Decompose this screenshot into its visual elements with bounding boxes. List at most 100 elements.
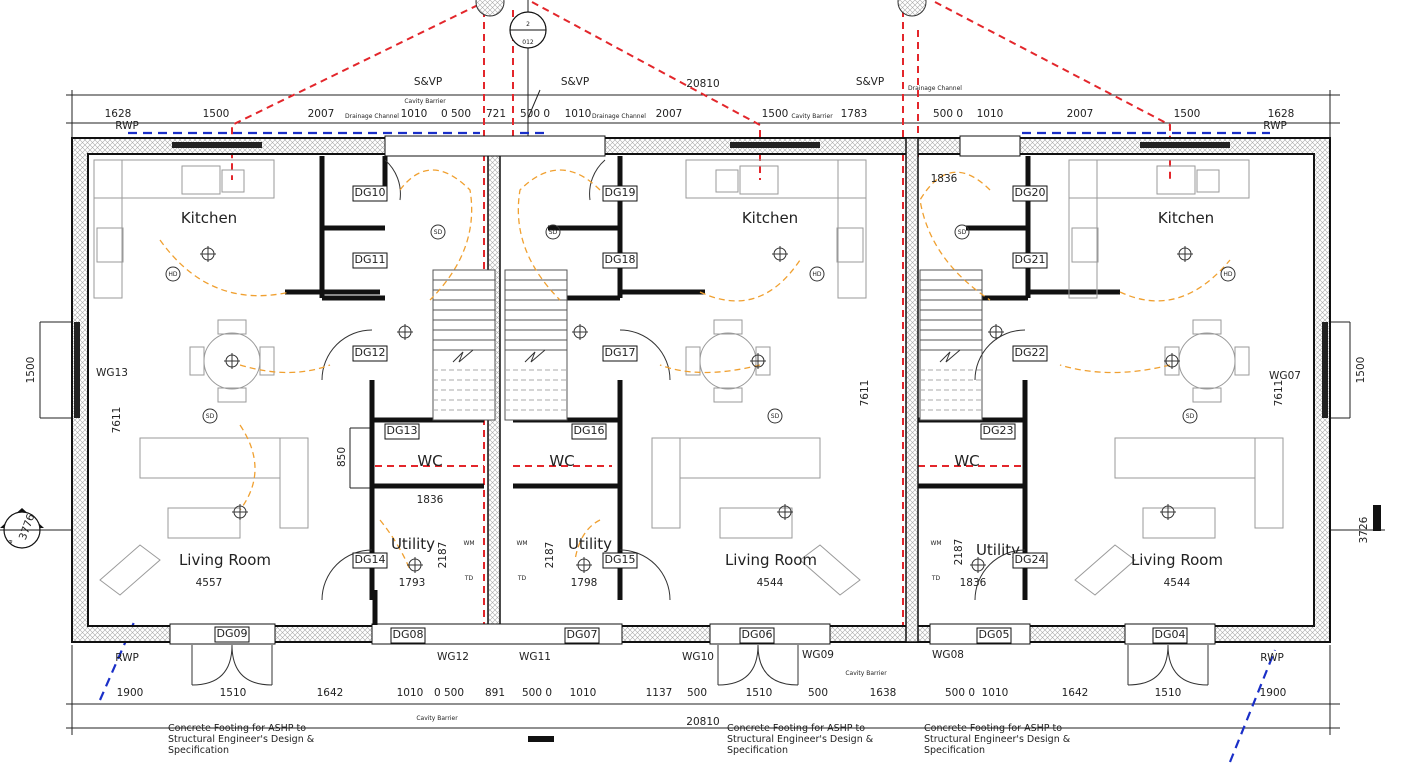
room-label: Living Room	[725, 551, 817, 569]
appliance-label: WM	[463, 540, 474, 547]
vertical-dimension: 3726	[1358, 516, 1370, 543]
section-number: 2	[526, 21, 530, 28]
detector-label: HD	[1223, 271, 1233, 278]
door-tag-box	[602, 252, 638, 269]
annotation: S&VP	[856, 76, 884, 88]
bottom-dimension: 0 500	[434, 687, 464, 699]
light-cross	[1164, 353, 1180, 369]
door-tag: DG05	[979, 628, 1010, 641]
annotation: Drainage Channel	[908, 85, 962, 92]
bottom-dimension: 500	[808, 687, 828, 699]
top-dimension: 1500	[762, 108, 789, 120]
bottom-dimension: 1010	[982, 687, 1009, 699]
top-dimension: 2007	[656, 108, 683, 120]
annotation: Cavity Barrier	[845, 670, 887, 677]
footing-note: Structural Engineer's Design &	[924, 734, 1071, 745]
footing-note: Structural Engineer's Design &	[727, 734, 874, 745]
room-label: Kitchen	[1158, 209, 1214, 227]
appliance-label: WM	[516, 540, 527, 547]
door-tag: DG09	[217, 627, 248, 640]
room-label: Utility	[391, 535, 435, 553]
detector-label: HD	[168, 271, 178, 278]
door-tag-box	[1012, 345, 1048, 362]
door-tag: DG11	[355, 253, 386, 266]
light-cross	[224, 353, 240, 369]
top-dimension: 1010	[401, 108, 428, 120]
door-tag-box	[739, 627, 775, 644]
door-tag: DG17	[605, 346, 636, 359]
door-tag-box	[571, 423, 607, 440]
annotation: RWP	[115, 120, 139, 132]
annotation: S&VP	[414, 76, 442, 88]
light-cross	[1177, 246, 1193, 262]
detector-icon	[954, 224, 970, 240]
top-dimension: 1783	[841, 108, 868, 120]
room-area: 4544	[757, 577, 784, 589]
light-cross	[407, 557, 423, 573]
window-tag: WG12	[437, 651, 469, 663]
top-dimension: 500 0	[520, 108, 550, 120]
bottom-dimension: 1900	[1260, 687, 1287, 699]
annotation: RWP	[1260, 652, 1284, 664]
door-tag: DG21	[1015, 253, 1046, 266]
bottom-dimension: 500	[687, 687, 707, 699]
window-tag: WG10	[682, 651, 714, 663]
door-tag-box	[564, 627, 600, 644]
detector-icon	[767, 408, 783, 424]
door-tag-box	[602, 185, 638, 202]
door-tag-box	[980, 423, 1016, 440]
window-tag: WG09	[802, 649, 834, 661]
room-label: Kitchen	[181, 209, 237, 227]
detector-label: SD	[549, 229, 558, 236]
annotation: RWP	[115, 652, 139, 664]
top-dimension: 1500	[203, 108, 230, 120]
light-cross	[572, 324, 588, 340]
detector-icon	[165, 266, 181, 282]
room-label: Utility	[976, 541, 1020, 559]
vertical-dimension: 7611	[859, 380, 871, 407]
detector-icon	[430, 224, 446, 240]
vertical-dimension: 1836	[417, 494, 444, 506]
footing-note: Specification	[727, 745, 788, 756]
room-label: WC	[417, 452, 442, 470]
top-dimension: 2007	[308, 108, 335, 120]
light-cross	[232, 504, 248, 520]
bottom-dimension: 1638	[870, 687, 897, 699]
light-cross	[988, 324, 1004, 340]
door-tag: DG04	[1155, 628, 1186, 641]
footing-note: Concrete Footing for ASHP to	[924, 723, 1062, 734]
light-cross	[777, 504, 793, 520]
door-tag-box	[352, 252, 388, 269]
door-tag-box	[1152, 627, 1188, 644]
vertical-dimension: 2187	[953, 539, 965, 566]
top-dimension: 2007	[1067, 108, 1094, 120]
footing-note: Specification	[924, 745, 985, 756]
detector-icon	[1220, 266, 1236, 282]
vertical-dimension: 1798	[571, 577, 598, 589]
section-marker-top	[475, 0, 1381, 742]
footing-note: Structural Engineer's Design &	[168, 734, 315, 745]
bottom-dimension: 1642	[317, 687, 344, 699]
door-tag: DG16	[574, 424, 605, 437]
window-tag: WG11	[519, 651, 551, 663]
door-tag: DG10	[355, 186, 386, 199]
door-tag: DG06	[742, 628, 773, 641]
detector-icon	[1182, 408, 1198, 424]
overall-width-bottom: 20810	[686, 716, 719, 728]
vertical-dimension: 1836	[931, 173, 958, 185]
vertical-dimension: 2187	[544, 542, 556, 569]
door-tag: DG19	[605, 186, 636, 199]
window-tag: WG07	[1269, 370, 1301, 382]
appliance-label: WM	[930, 540, 941, 547]
detector-label: SD	[771, 413, 780, 420]
detector-icon	[202, 408, 218, 424]
room-label: Living Room	[1131, 551, 1223, 569]
top-dimension: 1628	[1268, 108, 1295, 120]
vertical-dimension: 850	[336, 447, 348, 467]
room-label: Kitchen	[742, 209, 798, 227]
door-tag-box	[1012, 552, 1048, 569]
light-cross	[397, 324, 413, 340]
top-dimension: 1500	[1174, 108, 1201, 120]
bottom-dimension: 1510	[746, 687, 773, 699]
